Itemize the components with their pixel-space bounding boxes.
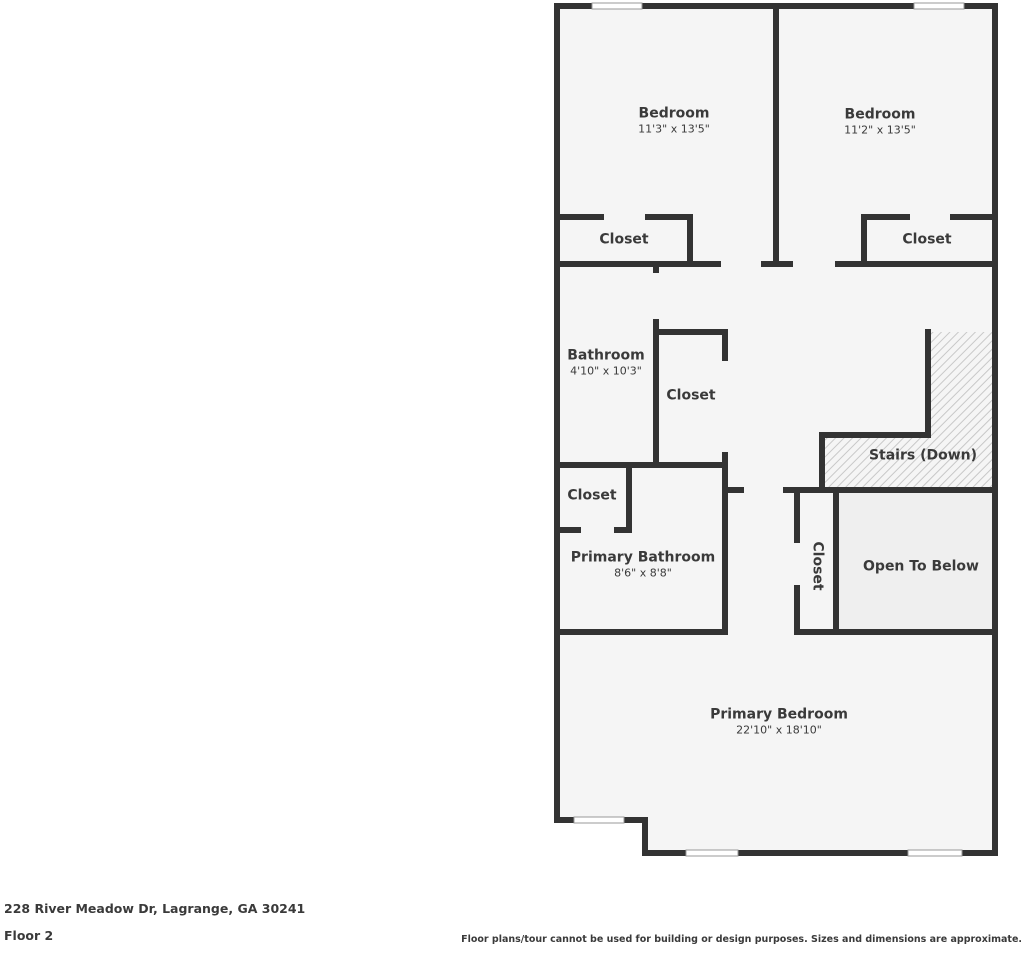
- room-name: Closet: [567, 487, 617, 504]
- room-bedroom-2: Bedroom 11'2" x 13'5": [844, 107, 916, 138]
- room-name: Closet: [599, 231, 649, 248]
- room-dimensions: 11'3" x 13'5": [638, 122, 710, 136]
- room-open-to-below: Open To Below: [863, 559, 979, 576]
- walls: [554, 3, 998, 856]
- room-name: Bathroom: [567, 347, 645, 364]
- room-closet-3: Closet: [666, 388, 715, 405]
- room-name: Open To Below: [863, 558, 979, 575]
- disclaimer: Floor plans/tour cannot be used for buil…: [461, 934, 1022, 945]
- windows: [573, 2, 965, 857]
- room-primary-bathroom: Primary Bathroom 8'6" x 8'8": [571, 550, 715, 581]
- property-address: 228 River Meadow Dr, Lagrange, GA 30241: [4, 901, 306, 916]
- room-closet-2: Closet: [902, 232, 951, 249]
- room-closet-5: Closet: [809, 541, 826, 590]
- room-name: Bedroom: [638, 105, 710, 122]
- room-bathroom: Bathroom 4'10" x 10'3": [567, 348, 645, 379]
- room-dimensions: 4'10" x 10'3": [570, 364, 642, 378]
- room-closet-4: Closet: [567, 488, 616, 505]
- room-name: Bedroom: [844, 106, 916, 123]
- floor-label: Floor 2: [4, 928, 54, 943]
- room-stairs: Stairs (Down): [869, 448, 977, 465]
- room-primary-bedroom: Primary Bedroom 22'10" x 18'10": [710, 707, 848, 738]
- room-name: Primary Bedroom: [710, 706, 848, 723]
- room-dimensions: 22'10" x 18'10": [736, 723, 822, 737]
- room-name: Closet: [809, 541, 826, 591]
- room-dimensions: 8'6" x 8'8": [614, 566, 672, 580]
- room-dimensions: 11'2" x 13'5": [844, 123, 916, 137]
- room-bedroom-1: Bedroom 11'3" x 13'5": [638, 106, 710, 137]
- room-name: Primary Bathroom: [570, 549, 716, 566]
- room-name: Closet: [902, 231, 952, 248]
- room-closet-1: Closet: [599, 232, 648, 249]
- room-name: Stairs (Down): [868, 447, 978, 464]
- room-name: Closet: [666, 387, 716, 404]
